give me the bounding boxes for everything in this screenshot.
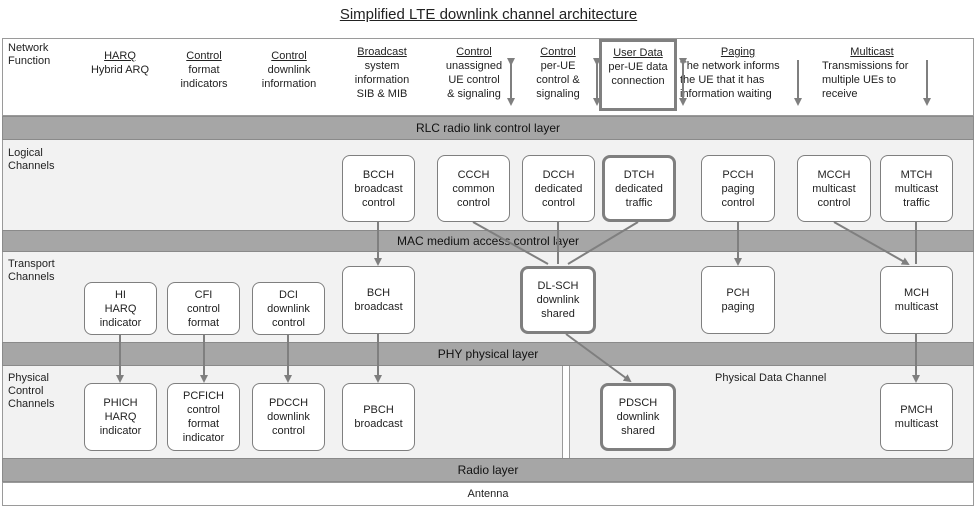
function-multicast: Multicast Transmissions for multiple UEs… xyxy=(822,45,922,101)
line-dtch-dlsch xyxy=(567,221,639,265)
ccch-box: CCCH common control xyxy=(437,155,510,222)
bch-box: BCH broadcast xyxy=(342,266,415,334)
dci-box: DCI downlink control xyxy=(252,282,325,335)
transport-channels-label: Transport Channels xyxy=(8,258,55,283)
line-mcch-mch xyxy=(833,221,910,265)
function-multicast-text: Transmissions for multiple UEs to receiv… xyxy=(822,60,909,100)
line-ccch-dlsch xyxy=(472,221,549,265)
function-control-format-text: format indicators xyxy=(180,64,228,90)
function-user-data-heading: User Data xyxy=(613,47,663,59)
pmch-box: PMCH multicast xyxy=(880,383,953,451)
phich-box: PHICH HARQ indicator xyxy=(84,383,157,451)
mch-box: MCH multicast xyxy=(880,266,953,334)
network-function-row xyxy=(2,38,974,116)
function-user-data-text: per-UE data connection xyxy=(608,61,668,87)
function-control-unassigned-heading: Control xyxy=(456,46,492,58)
line-dlsch-pdsch xyxy=(565,333,632,383)
radio-layer-bar: Radio layer xyxy=(2,458,974,482)
hi-box: HI HARQ indicator xyxy=(84,282,157,335)
dl-sch-box: DL-SCH downlink shared xyxy=(520,266,596,334)
mcch-box: MCCH multicast control xyxy=(797,155,871,222)
function-harq-heading: HARQ xyxy=(104,50,136,62)
function-harq: HARQ Hybrid ARQ xyxy=(82,49,158,77)
mac-layer-bar: MAC medium access control layer xyxy=(2,230,974,252)
mtch-box: MTCH multicast traffic xyxy=(880,155,953,222)
function-user-data: User Data per-UE data connection xyxy=(599,39,677,111)
section-divider xyxy=(563,366,569,458)
pdcch-box: PDCCH downlink control xyxy=(252,383,325,451)
pcch-box: PCCH paging control xyxy=(701,155,775,222)
function-control-per-ue-heading: Control xyxy=(540,46,576,58)
network-function-label: Network Function xyxy=(8,42,51,67)
bcch-box: BCCH broadcast control xyxy=(342,155,415,222)
transport-channels-section xyxy=(2,252,974,342)
pcfich-box: PCFICH control format indicator xyxy=(167,383,240,451)
function-control-format: Control format indicators xyxy=(164,49,244,91)
function-control-per-ue: Control per-UE control & signaling xyxy=(524,45,592,101)
rlc-layer-bar: RLC radio link control layer xyxy=(2,116,974,140)
function-paging-text: The network informs the UE that it has i… xyxy=(680,60,780,100)
antenna-label: Antenna xyxy=(467,488,509,500)
function-control-format-heading: Control xyxy=(186,50,222,62)
function-paging: Paging The network informs the UE that i… xyxy=(680,45,796,101)
logical-channels-label: Logical Channels xyxy=(8,147,55,172)
cfi-box: CFI control format xyxy=(167,282,240,335)
pdsch-box: PDSCH downlink shared xyxy=(600,383,676,451)
function-broadcast-text: system information SIB & MIB xyxy=(354,60,410,100)
function-control-per-ue-text: per-UE control & signaling xyxy=(536,60,580,100)
phy-layer-bar: PHY physical layer xyxy=(2,342,974,366)
function-broadcast-heading: Broadcast xyxy=(357,46,407,58)
function-broadcast: Broadcast system information SIB & MIB xyxy=(346,45,418,101)
function-multicast-heading: Multicast xyxy=(850,46,894,58)
function-control-unassigned-text: unassigned UE control & signaling xyxy=(445,60,503,100)
function-control-unassigned: Control unassigned UE control & signalin… xyxy=(438,45,510,101)
physical-data-channel-label: Physical Data Channel xyxy=(715,372,827,384)
function-harq-text: Hybrid ARQ xyxy=(90,64,150,76)
dcch-box: DCCH dedicated control xyxy=(522,155,595,222)
physical-control-channels-label: Physical Control Channels xyxy=(8,372,55,410)
dtch-box: DTCH dedicated traffic xyxy=(602,155,676,222)
function-control-downlink: Control downlink information xyxy=(252,49,326,91)
pbch-box: PBCH broadcast xyxy=(342,383,415,451)
pch-box: PCH paging xyxy=(701,266,775,334)
diagram-title: Simplified LTE downlink channel architec… xyxy=(339,6,638,23)
antenna-row: Antenna xyxy=(2,482,974,506)
function-control-downlink-heading: Control xyxy=(271,50,307,62)
function-control-downlink-text: downlink information xyxy=(261,64,317,90)
function-paging-heading: Paging xyxy=(720,46,756,58)
